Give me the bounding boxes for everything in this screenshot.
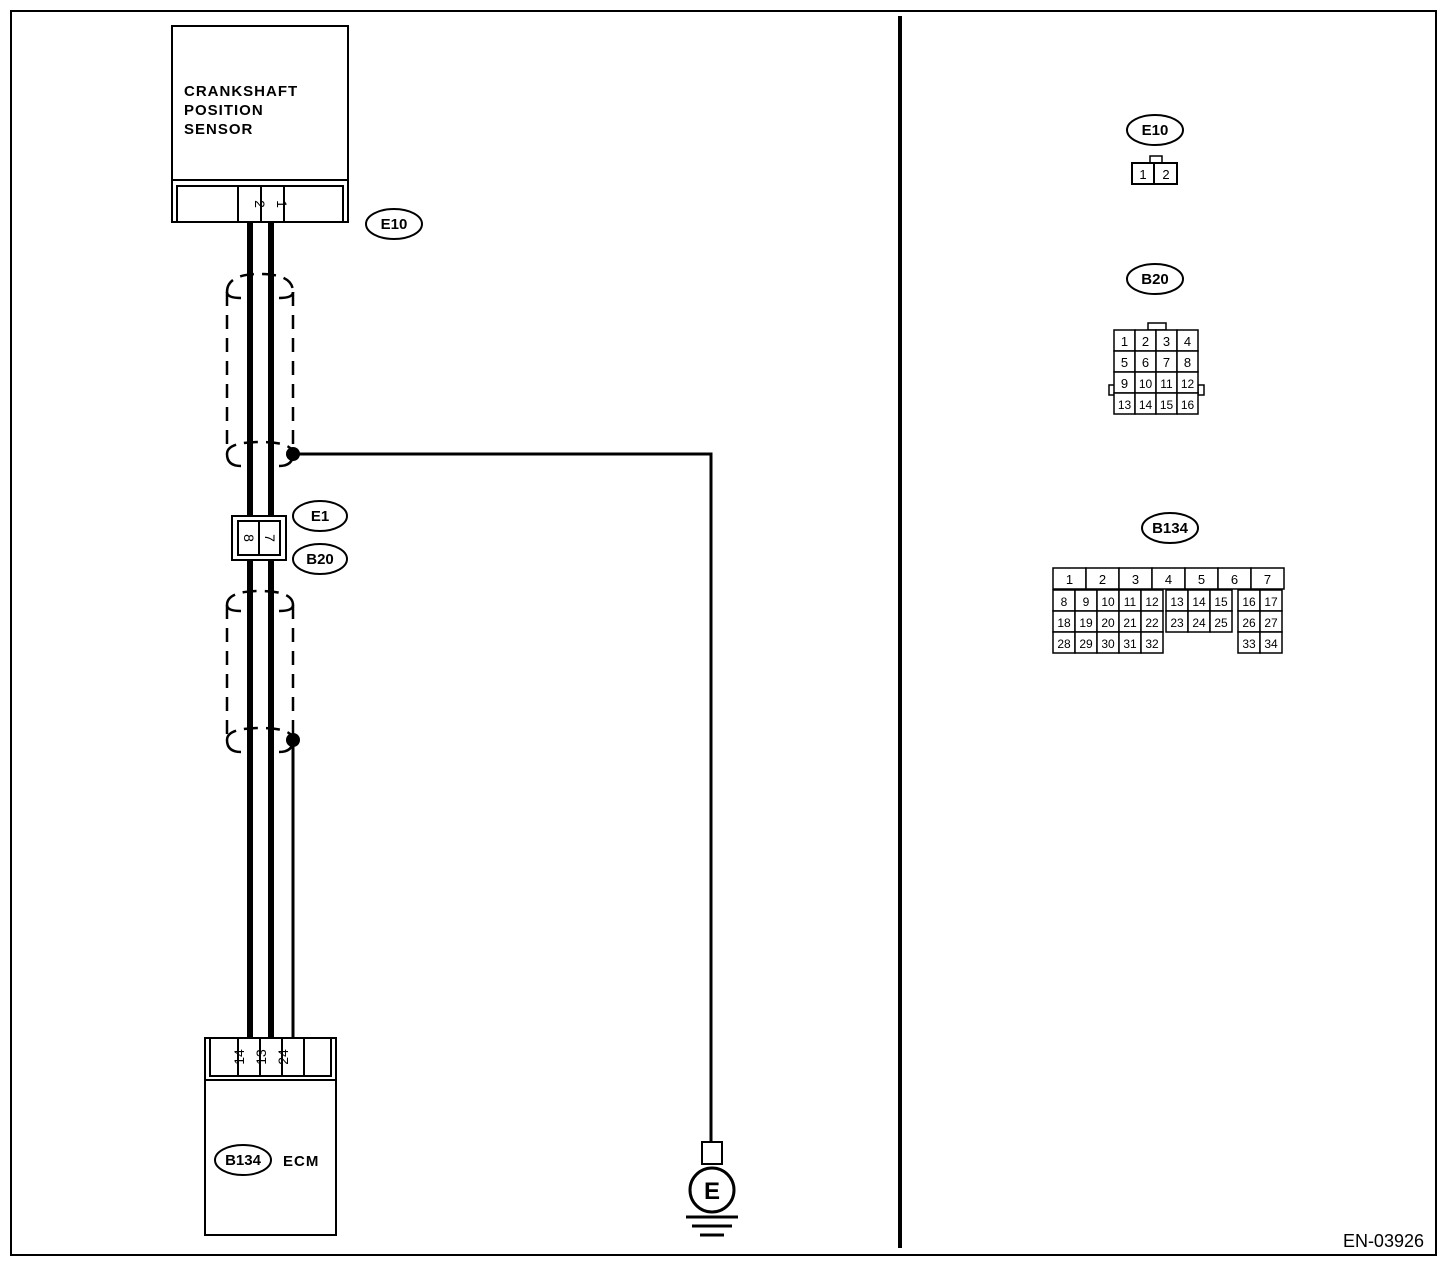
- b134-pin: 8: [1061, 595, 1068, 609]
- b134-pin: 32: [1145, 637, 1159, 651]
- b134-cell: [1259, 631, 1283, 654]
- b134-pin: 3: [1132, 572, 1139, 587]
- b134-pin: 7: [1264, 572, 1271, 587]
- b134-pin: 25: [1214, 616, 1228, 630]
- b134-pin: 29: [1079, 637, 1093, 651]
- b20-cell: [1176, 392, 1199, 415]
- joint-upper-id: E1: [311, 508, 329, 525]
- b20-pin: 13: [1118, 398, 1132, 412]
- b20-pin: 12: [1181, 377, 1195, 391]
- b20-pin: 3: [1163, 334, 1170, 349]
- b134-pin: 15: [1214, 595, 1228, 609]
- b20-pin: 7: [1163, 355, 1170, 370]
- ecm-connector-id: B134: [225, 1152, 262, 1169]
- b20-pin: 10: [1139, 377, 1153, 391]
- ecm-pin-14: 14: [231, 1049, 247, 1065]
- ecm-pin-13: 13: [253, 1049, 269, 1065]
- b134-pin: 21: [1123, 616, 1137, 630]
- b20-pin: 11: [1160, 377, 1173, 391]
- connector-e10-face: E10 1 2: [1126, 114, 1184, 185]
- b134-pin: 9: [1083, 595, 1090, 609]
- sensor-label-line1: CRANKSHAFT: [184, 83, 298, 100]
- b134-pin: 10: [1101, 595, 1115, 609]
- b134-pin: 6: [1231, 572, 1238, 587]
- ecm-pin-24: 24: [275, 1049, 291, 1065]
- lower-shield: [225, 589, 295, 754]
- e10-pin: 2: [1162, 167, 1169, 182]
- b134-pin: 14: [1192, 595, 1206, 609]
- b134-pin: 16: [1242, 595, 1256, 609]
- figure-code: EN-03926: [1343, 1231, 1424, 1251]
- b134-pin: 23: [1170, 616, 1184, 630]
- joint-pin-8: 8: [241, 534, 257, 542]
- sensor-pin-2: 2: [252, 200, 268, 208]
- b20-id: B20: [1141, 271, 1169, 288]
- b134-pin: 17: [1264, 595, 1278, 609]
- shield-ground-wire: [286, 447, 713, 1142]
- b134-pin: 22: [1145, 616, 1159, 630]
- b134-pin: 13: [1170, 595, 1184, 609]
- b20-pin: 6: [1142, 355, 1149, 370]
- b134-pin: 26: [1242, 616, 1256, 630]
- b20-pin: 1: [1121, 334, 1128, 349]
- sensor-connector-id: E10: [381, 216, 408, 233]
- b134-pin: 34: [1264, 637, 1278, 651]
- sensor-label-line3: SENSOR: [184, 121, 253, 138]
- joint-upper-id-oval: E1: [292, 500, 348, 532]
- b134-pin: 1: [1066, 572, 1073, 587]
- ecm-unit: 14 13 24 B134 ECM: [204, 1037, 337, 1236]
- ecm-connector-id-oval: [214, 1144, 272, 1176]
- b134-pin: 28: [1057, 637, 1071, 651]
- b20-pin: 5: [1121, 355, 1128, 370]
- ground-icon: E: [686, 1141, 738, 1237]
- upper-shield: [225, 272, 295, 468]
- b20-pin: 8: [1184, 355, 1191, 370]
- b134-pin: 19: [1079, 616, 1093, 630]
- sensor-label-line2: POSITION: [184, 102, 264, 119]
- b134-pin: 20: [1101, 616, 1115, 630]
- b134-pin: 30: [1101, 637, 1115, 651]
- b134-cell: [1209, 610, 1233, 633]
- sensor-connector-id-oval: E10: [365, 208, 423, 240]
- b134-pin: 2: [1099, 572, 1106, 587]
- b134-pin: 18: [1057, 616, 1071, 630]
- e10-id: E10: [1142, 122, 1169, 139]
- joint-lower-id: B20: [306, 551, 334, 568]
- b20-pin: 16: [1181, 398, 1195, 412]
- joint-lower-id-oval: B20: [292, 543, 348, 575]
- crankshaft-sensor: CRANKSHAFT POSITION SENSOR 2 1: [171, 25, 349, 223]
- b134-pin: 27: [1264, 616, 1278, 630]
- sensor-pin-1: 1: [274, 200, 290, 208]
- b134-id: B134: [1152, 520, 1189, 537]
- ecm-box: [204, 1037, 337, 1236]
- b134-pin: 33: [1242, 637, 1256, 651]
- ground-label: E: [704, 1178, 720, 1205]
- b134-pin: 11: [1124, 595, 1137, 609]
- b20-pin: 9: [1121, 376, 1128, 391]
- b134-pin: 12: [1145, 595, 1159, 609]
- joint-connector: 8 7: [231, 515, 287, 561]
- b134-pin: 31: [1123, 637, 1137, 651]
- b20-pin: 2: [1142, 334, 1149, 349]
- b134-cell: [1140, 631, 1164, 654]
- b20-pin: 4: [1184, 334, 1191, 349]
- e10-pin: 1: [1139, 167, 1146, 182]
- signal-wires: [247, 222, 274, 1040]
- b134-pin: 24: [1192, 616, 1206, 630]
- b134-cell: [1250, 567, 1285, 590]
- b20-pin: 15: [1160, 398, 1174, 412]
- joint-pin-7: 7: [262, 534, 278, 542]
- b134-pin: 4: [1165, 572, 1172, 587]
- b20-pin: 14: [1139, 398, 1153, 412]
- ecm-connector: [209, 1037, 332, 1077]
- ecm-label: ECM: [283, 1153, 319, 1170]
- b134-pin: 5: [1198, 572, 1205, 587]
- outer-frame: [10, 10, 1437, 1256]
